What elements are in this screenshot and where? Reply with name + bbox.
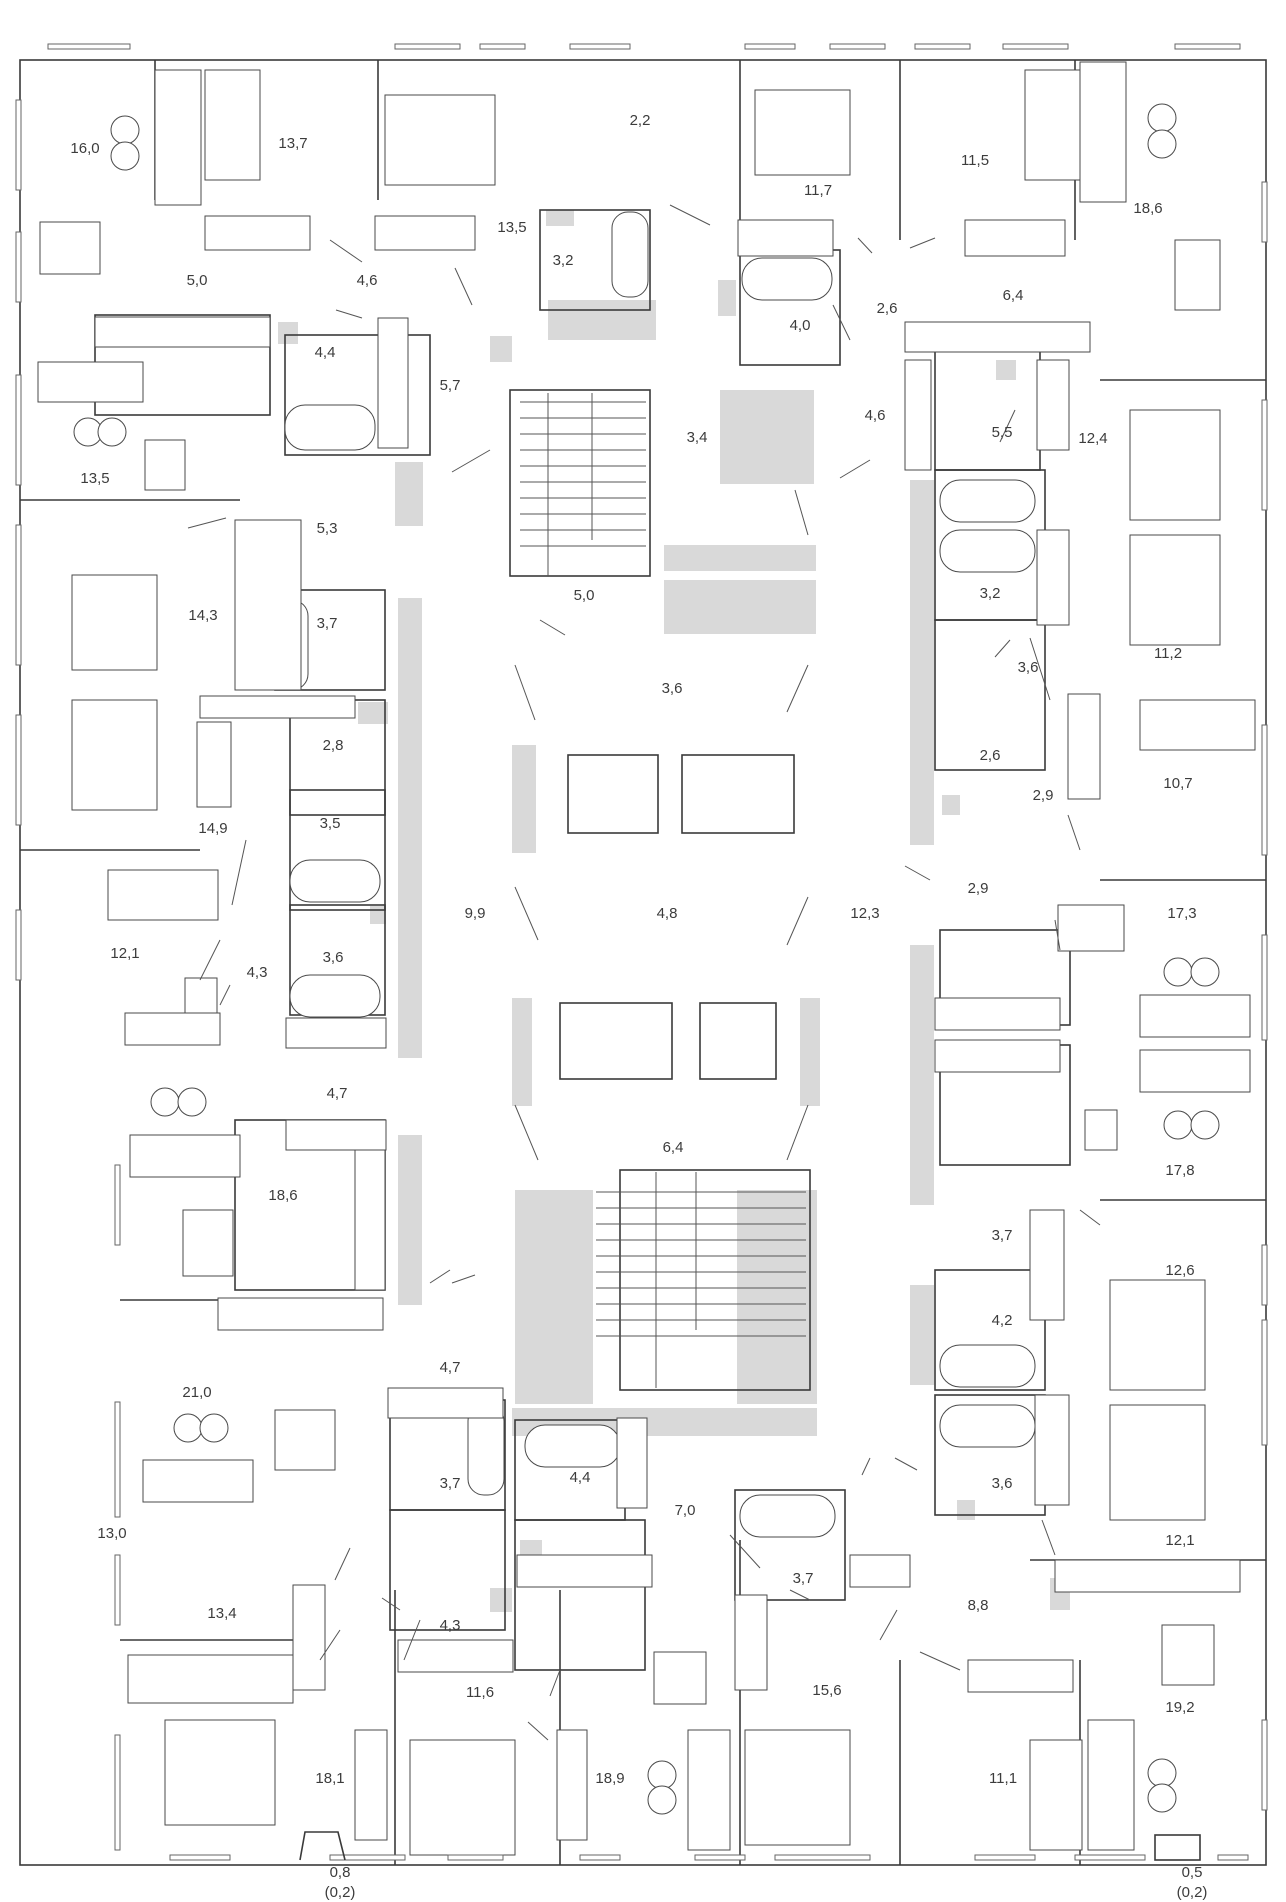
area-label: 4,7 xyxy=(440,1359,461,1376)
wardrobes xyxy=(124,215,1101,1841)
area-label: 14,9 xyxy=(198,820,227,837)
area-label: 2,2 xyxy=(630,112,651,129)
area-label: 11,2 xyxy=(1154,645,1182,662)
area-label: 4,7 xyxy=(327,1085,348,1102)
area-label: 11,5 xyxy=(961,152,989,169)
area-label: 18,6 xyxy=(1133,200,1162,217)
area-label: 2,8 xyxy=(323,737,344,754)
area-label: 3,6 xyxy=(323,949,344,966)
area-label: 13,5 xyxy=(497,219,526,236)
area-label: 3,5 xyxy=(320,815,341,832)
area-label: 5,7 xyxy=(440,377,461,394)
area-label: 5,0 xyxy=(187,272,208,289)
balconies xyxy=(299,1831,1201,1861)
area-label: 5,0 xyxy=(574,587,595,604)
structural-columns xyxy=(278,210,1070,1612)
area-label: 13,7 xyxy=(278,135,307,152)
area-label: 17,8 xyxy=(1165,1162,1194,1179)
area-label: 17,3 xyxy=(1167,905,1196,922)
area-label: 13,4 xyxy=(207,1605,236,1622)
area-label: 18,6 xyxy=(268,1187,297,1204)
area-label: 13,5 xyxy=(80,470,109,487)
area-label: 4,6 xyxy=(865,407,886,424)
area-label: 9,9 xyxy=(465,905,486,922)
windows xyxy=(15,43,1268,1861)
area-label: 4,3 xyxy=(440,1617,461,1634)
area-label: 12,1 xyxy=(110,945,139,962)
beds xyxy=(71,69,1256,1856)
area-label: 3,7 xyxy=(440,1475,461,1492)
area-label: 12,4 xyxy=(1078,430,1107,447)
area-label: 4,4 xyxy=(570,1469,591,1486)
area-label: 4,4 xyxy=(315,344,336,361)
area-label: 5,5 xyxy=(992,424,1013,441)
area-label: 10,7 xyxy=(1163,775,1192,792)
area-label: 12,6 xyxy=(1165,1262,1194,1279)
area-label: 3,7 xyxy=(793,1570,814,1587)
area-label: 3,2 xyxy=(553,252,574,269)
area-label: 4,8 xyxy=(657,905,678,922)
area-label: 4,0 xyxy=(790,317,811,334)
area-label: 0,5 xyxy=(1182,1864,1203,1881)
area-label: 0,8 xyxy=(330,1864,351,1881)
area-label: 7,0 xyxy=(675,1502,696,1519)
area-label: 3,2 xyxy=(980,585,1001,602)
area-label: 3,6 xyxy=(662,680,683,697)
area-label: 3,6 xyxy=(1018,659,1039,676)
area-label: 16,0 xyxy=(70,140,99,157)
area-label: 5,3 xyxy=(317,520,338,537)
area-label: 6,4 xyxy=(1003,287,1024,304)
area-label: 4,3 xyxy=(247,964,268,981)
area-label: 12,1 xyxy=(1165,1532,1194,1549)
area-label: 11,7 xyxy=(804,182,832,199)
area-label: 14,3 xyxy=(188,607,217,624)
dining-tables xyxy=(39,221,1221,1705)
area-label: 8,8 xyxy=(968,1597,989,1614)
kitchen-counters xyxy=(94,316,1241,1593)
area-labels: 16,0 13,7 2,2 11,7 11,5 18,6 13,5 3,2 5,… xyxy=(70,112,1207,1901)
area-label: 3,7 xyxy=(317,615,338,632)
area-label: (0,2) xyxy=(1177,1884,1208,1901)
area-label: 3,4 xyxy=(687,429,708,446)
area-label: 2,9 xyxy=(1033,787,1054,804)
area-label: 4,2 xyxy=(992,1312,1013,1329)
area-label: 15,6 xyxy=(812,1682,841,1699)
area-label: 21,0 xyxy=(182,1384,211,1401)
area-label: 13,0 xyxy=(97,1525,126,1542)
area-label: 18,9 xyxy=(595,1770,624,1787)
area-label: 2,6 xyxy=(980,747,1001,764)
area-label: 12,3 xyxy=(850,905,879,922)
area-label: 3,7 xyxy=(992,1227,1013,1244)
area-label: 18,1 xyxy=(315,1770,344,1787)
area-label: 11,1 xyxy=(989,1770,1017,1787)
stair-treads xyxy=(520,401,806,1337)
area-label: (0,2) xyxy=(325,1884,356,1901)
area-label: 3,6 xyxy=(992,1475,1013,1492)
round-tables xyxy=(73,103,1220,1815)
area-label: 19,2 xyxy=(1165,1699,1194,1716)
area-label: 6,4 xyxy=(663,1139,684,1156)
door-swings xyxy=(187,204,1101,1741)
area-label: 2,6 xyxy=(877,300,898,317)
area-label: 4,6 xyxy=(357,272,378,289)
sofas xyxy=(37,61,1251,1851)
area-label: 2,9 xyxy=(968,880,989,897)
area-label: 11,6 xyxy=(466,1684,494,1701)
